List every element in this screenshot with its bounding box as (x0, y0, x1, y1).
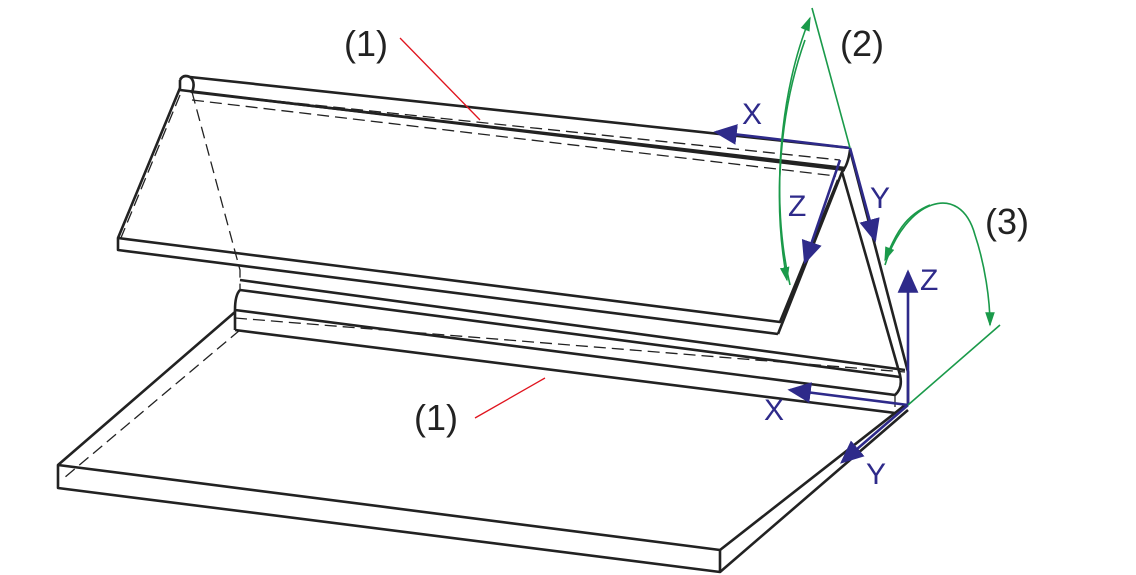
base-plate (56, 310, 909, 574)
upper-z-label: Z (788, 190, 807, 223)
leader-lines (399, 37, 546, 419)
angle-label-3: (3) (985, 201, 1029, 242)
y-axis-arrow (840, 404, 909, 464)
upper-x-label: X (742, 98, 763, 131)
x-axis-arrow (787, 382, 909, 407)
angle-3-dimension (884, 202, 1001, 406)
lower-y-label: Y (866, 458, 887, 491)
edge-label-top: (1) (344, 23, 388, 64)
angle-label-2: (2) (840, 23, 884, 64)
z-axis-arrow (801, 159, 842, 265)
upper-y-label: Y (870, 182, 891, 215)
back-wall (191, 91, 910, 415)
edge-label-bottom: (1) (414, 397, 458, 438)
lower-z-label: Z (920, 264, 939, 297)
lower-x-label: X (764, 394, 785, 427)
axis-system-lower (787, 269, 919, 464)
y-axis-arrow (848, 147, 880, 243)
angle-2-dimension (778, 7, 851, 286)
top-flange (116, 74, 852, 336)
